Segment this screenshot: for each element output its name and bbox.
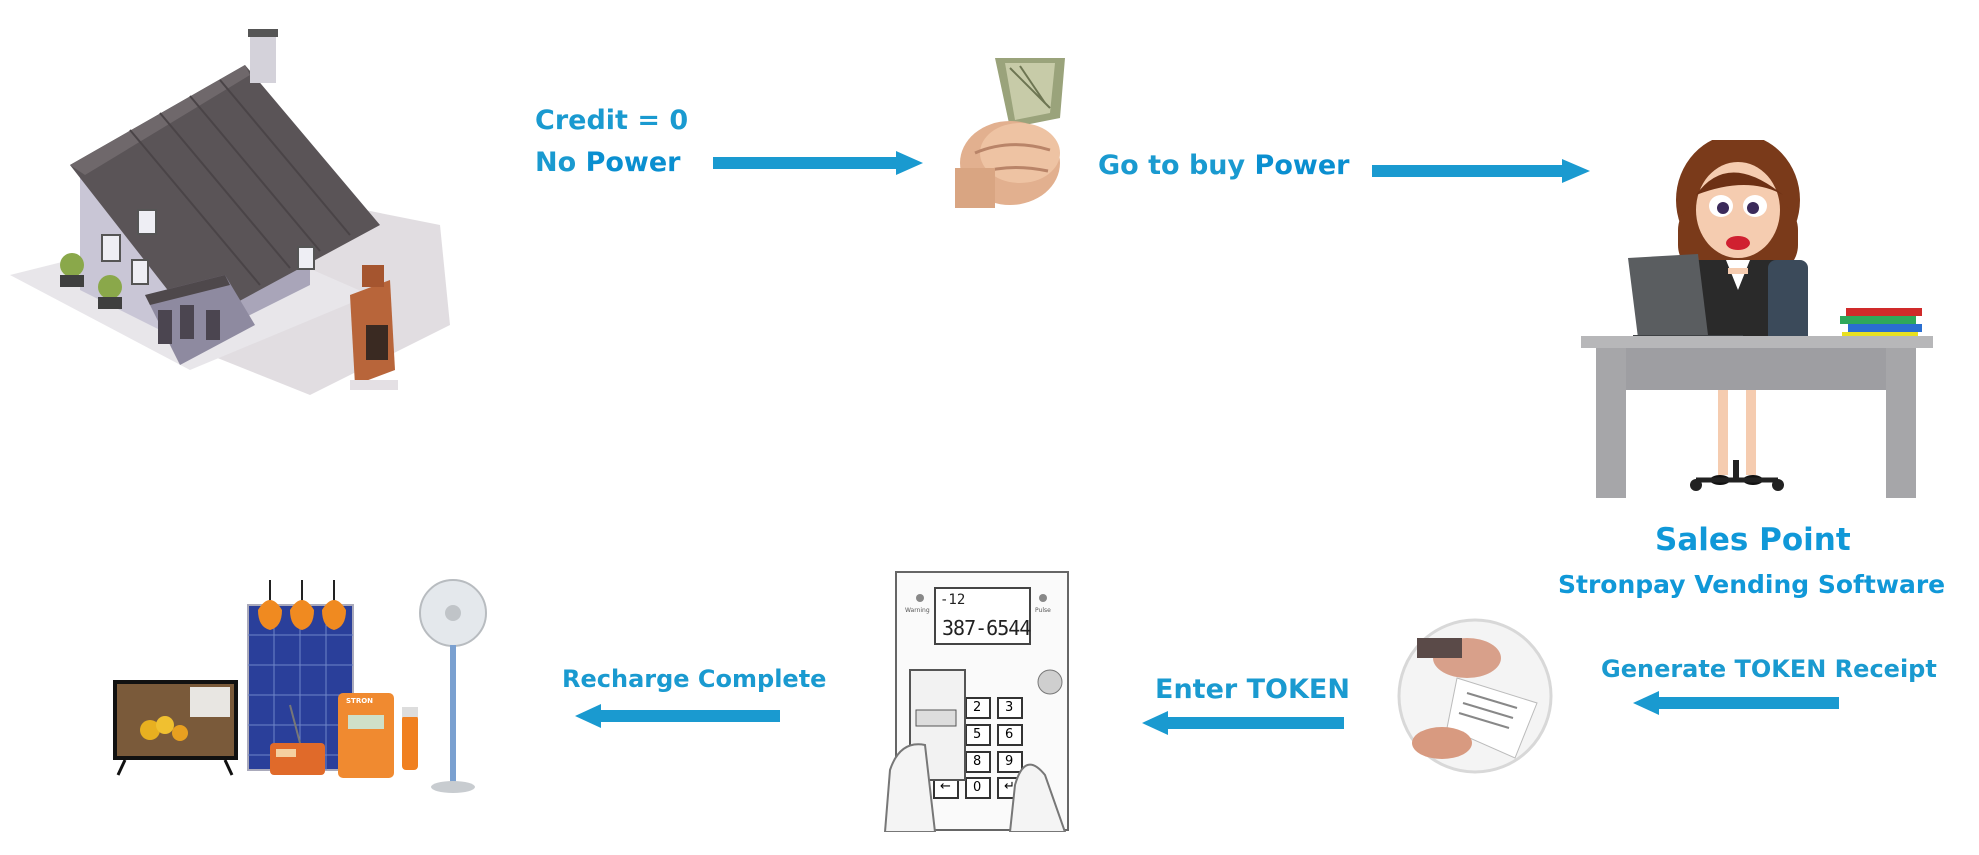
meter-key-2: 2 (973, 700, 982, 715)
meter-key-8: 8 (973, 754, 982, 769)
meter-display-small: -12 (940, 592, 966, 608)
arrow-to-receipt (1633, 691, 1839, 715)
credit-zero-label: Credit = 0 (535, 105, 689, 136)
arrow-to-money (713, 151, 923, 175)
enter-token-label: Enter TOKEN (1155, 674, 1350, 705)
sales-point-title: Sales Point (1655, 522, 1851, 558)
meter-key-3: 3 (1005, 700, 1014, 715)
token-receipt-illustration (1397, 618, 1553, 774)
meter-key-9: 9 (1005, 754, 1014, 769)
generate-token-label: Generate TOKEN Receipt (1601, 655, 1937, 683)
solar-home-kit-illustration: STRON (110, 565, 490, 795)
go-buy-power-label: Go to buy Power (1098, 150, 1349, 181)
arrow-to-sales-point (1372, 159, 1590, 183)
vending-software-label: Stronpay Vending Software (1558, 570, 1946, 599)
meter-key-6: 6 (1005, 727, 1014, 742)
meter-key-0: 0 (973, 780, 982, 795)
power-word-1: Power (585, 147, 681, 178)
meter-key-5: 5 (973, 727, 982, 742)
sales-person-illustration (1578, 140, 1938, 505)
keypad-meter-illustration: Warning Pulse -12 387-6544 2 3 5 6 8 9 ←… (880, 570, 1075, 832)
no-power-label: No Power (535, 147, 680, 178)
meter-indicator-pulse: Pulse (1035, 607, 1051, 614)
arrow-to-meter (1142, 711, 1344, 735)
meter-indicator-warning: Warning (905, 607, 930, 614)
power-word-2: Power (1254, 150, 1350, 181)
meter-key-back: ← (940, 779, 951, 794)
recharge-complete-label: Recharge Complete (562, 665, 827, 693)
arrow-to-appliances (575, 704, 780, 728)
money-hand-illustration (950, 58, 1075, 208)
no-label: No (535, 147, 577, 178)
meter-display-main: 387-6544 (942, 616, 1031, 640)
meter-key-enter: ↵ (1004, 779, 1015, 794)
meter-box-brand: STRON (346, 697, 374, 705)
go-buy-text: Go to buy (1098, 150, 1246, 181)
house-illustration (10, 25, 450, 405)
